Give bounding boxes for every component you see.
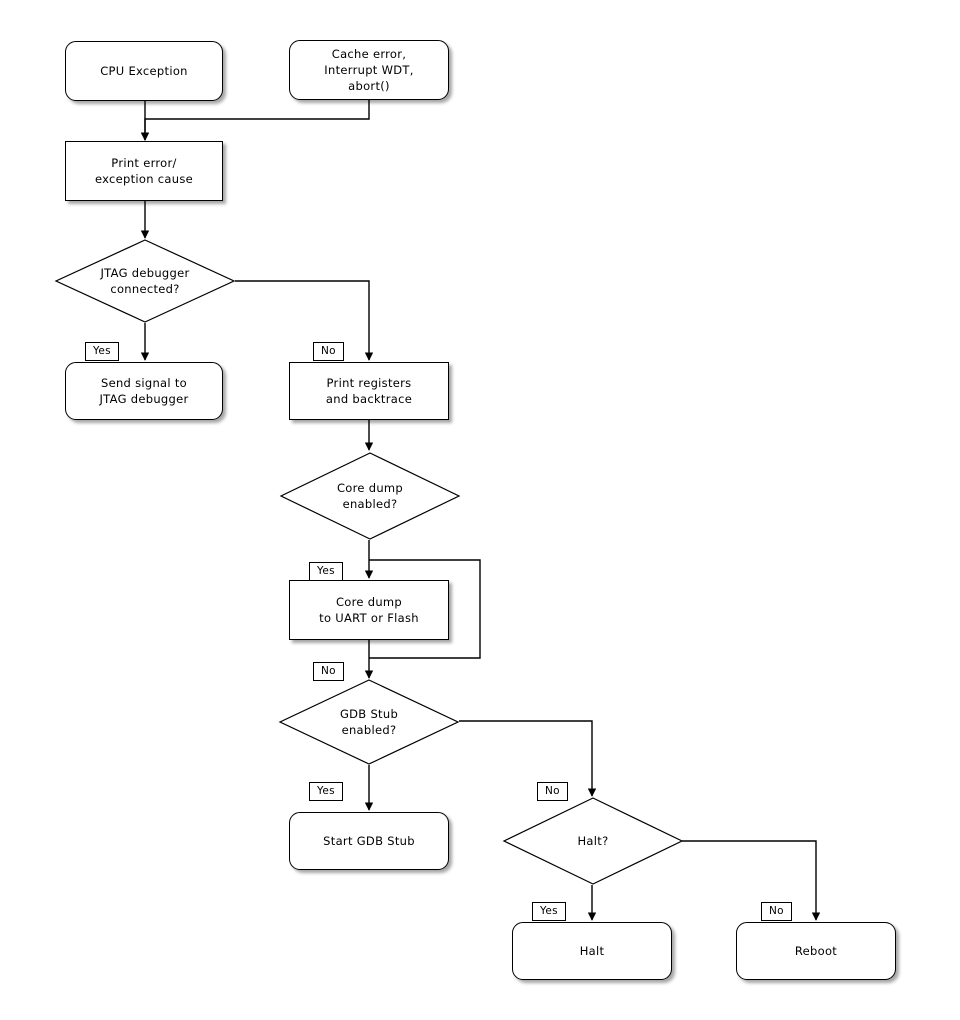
node-send-signal-jtag-label: Send signal to JTAG debugger bbox=[99, 376, 189, 406]
node-halt-label: Halt bbox=[579, 944, 605, 958]
node-cpu-exception[interactable]: CPU Exception bbox=[65, 41, 223, 101]
node-jtag-debugger-connected[interactable]: JTAG debugger connected? bbox=[54, 239, 236, 323]
node-send-signal-jtag[interactable]: Send signal to JTAG debugger bbox=[65, 362, 223, 420]
edge-label-core-dump-no: No bbox=[313, 662, 344, 681]
node-gdb-stub-enabled[interactable]: GDB Stub enabled? bbox=[278, 679, 460, 765]
edge-label-gdb-stub-no: No bbox=[537, 782, 568, 801]
node-cpu-exception-label: CPU Exception bbox=[100, 64, 188, 78]
node-start-gdb-stub[interactable]: Start GDB Stub bbox=[289, 812, 449, 870]
node-core-dump-enabled-label: Core dump enabled? bbox=[336, 481, 404, 511]
node-start-gdb-stub-label: Start GDB Stub bbox=[323, 834, 415, 848]
node-core-dump[interactable]: Core dump to UART or Flash bbox=[289, 580, 449, 640]
node-cache-error-label: Cache error, Interrupt WDT, abort() bbox=[324, 47, 414, 93]
edge-jtag-no-to-print-registers bbox=[235, 280, 374, 361]
node-core-dump-enabled[interactable]: Core dump enabled? bbox=[279, 452, 461, 540]
node-halt[interactable]: Halt bbox=[512, 922, 672, 980]
edge-label-halt-no: No bbox=[761, 902, 792, 921]
node-gdb-stub-enabled-label: GDB Stub enabled? bbox=[339, 707, 399, 737]
node-jtag-debugger-connected-label: JTAG debugger connected? bbox=[100, 266, 190, 296]
node-core-dump-label: Core dump to UART or Flash bbox=[319, 595, 419, 625]
edge-cache-error-to-print-error bbox=[140, 100, 370, 141]
edge-gdb-stub-no-to-halt-q bbox=[459, 720, 597, 797]
edge-label-halt-yes: Yes bbox=[532, 902, 566, 921]
edge-halt-no-to-reboot bbox=[682, 840, 821, 921]
node-halt-question[interactable]: Halt? bbox=[502, 797, 684, 885]
edge-label-gdb-stub-yes: Yes bbox=[309, 782, 343, 801]
node-halt-question-label: Halt? bbox=[577, 834, 609, 848]
node-print-registers-label: Print registers and backtrace bbox=[325, 376, 413, 406]
edge-label-core-dump-yes: Yes bbox=[309, 562, 343, 581]
edge-label-jtag-yes: Yes bbox=[85, 342, 119, 361]
node-cache-error[interactable]: Cache error, Interrupt WDT, abort() bbox=[289, 40, 449, 100]
node-reboot[interactable]: Reboot bbox=[736, 922, 896, 980]
node-print-error[interactable]: Print error/ exception cause bbox=[65, 141, 223, 201]
node-reboot-label: Reboot bbox=[794, 944, 838, 958]
edge-label-jtag-no: No bbox=[313, 342, 344, 361]
node-print-error-label: Print error/ exception cause bbox=[94, 156, 194, 186]
edge-core-dump-no-bypass bbox=[369, 559, 481, 659]
node-print-registers[interactable]: Print registers and backtrace bbox=[289, 362, 449, 420]
